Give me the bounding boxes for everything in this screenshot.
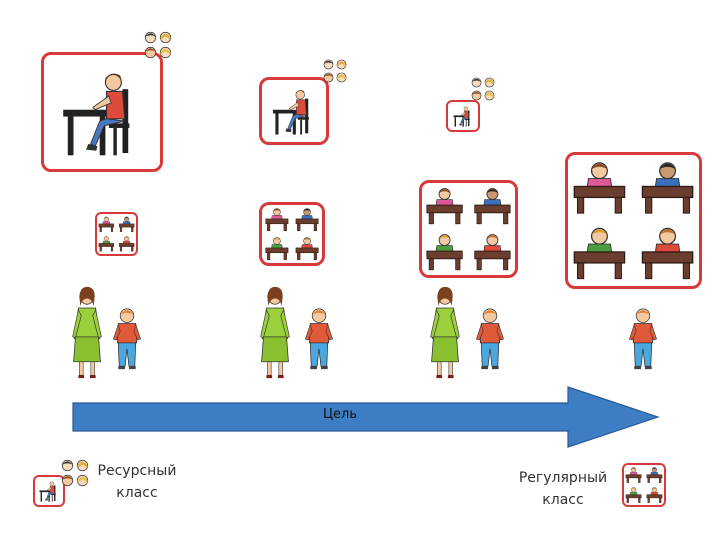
- boy-icon: [112, 306, 142, 374]
- group-desks-icon: [262, 205, 322, 263]
- group-card-medium: [259, 202, 325, 266]
- regular-class-label: Регулярный класс: [518, 470, 608, 508]
- group-card-xlarge: [565, 152, 702, 289]
- goal-label: Цель: [322, 407, 358, 422]
- student-at-desk-icon: [262, 80, 326, 142]
- boy-icon: [304, 306, 334, 374]
- teacher-icon: [254, 285, 296, 381]
- resource-class-label: Ресурсный класс: [97, 463, 177, 501]
- group-desks-icon: [568, 155, 699, 286]
- group-card-large: [419, 180, 518, 278]
- group-desks-icon: [97, 214, 136, 254]
- boy-icon: [628, 306, 658, 374]
- faces-icon: [470, 76, 496, 102]
- student-at-desk-icon: [35, 477, 63, 505]
- group-desks-icon: [422, 183, 515, 275]
- individual-student-card-medium: [259, 77, 329, 145]
- regular-class-icon-card: [622, 463, 666, 507]
- student-at-desk-icon: [44, 55, 160, 169]
- boy-icon: [475, 306, 505, 374]
- teacher-icon: [424, 285, 466, 381]
- goal-arrow-icon: [72, 386, 660, 448]
- group-card-small: [95, 212, 138, 256]
- individual-student-card-small: [446, 100, 480, 132]
- teacher-icon: [66, 285, 108, 381]
- faces-icon: [60, 458, 90, 488]
- faces-icon: [143, 30, 173, 60]
- faces-icon: [322, 58, 348, 84]
- student-at-desk-icon: [448, 102, 478, 130]
- individual-student-card-large: [41, 52, 163, 172]
- resource-class-icon-card: [33, 475, 65, 507]
- group-desks-icon: [624, 465, 664, 505]
